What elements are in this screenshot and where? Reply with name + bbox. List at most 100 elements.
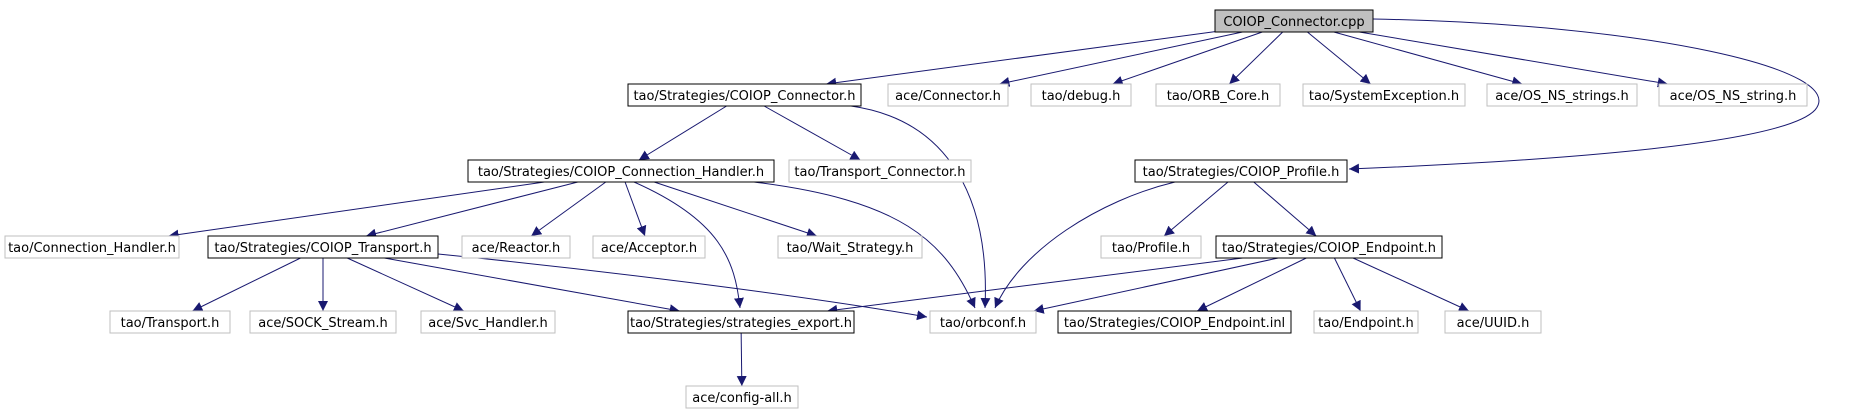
node-label: tao/Profile.h [1112,241,1190,256]
node-box [929,310,1037,334]
edge-coiop_endpoint-to-coiop_endpoint_inl [1196,257,1307,312]
node-box [777,235,923,259]
node-label: tao/Strategies/COIOP_Endpoint.h [1222,241,1436,256]
node-os_ns_string: ace/OS_NS_string.h [1658,83,1808,107]
node-box [467,159,775,183]
node-box [1302,83,1466,107]
node-root: COIOP_Connector.cpp [1214,9,1374,33]
node-transport: tao/Transport.h [109,310,231,334]
edge-coiop_endpoint-to-endpoint [1333,257,1362,312]
edge-coiop_endpoint-to-uuid [1352,257,1470,312]
node-label: ace/OS_NS_strings.h [1495,89,1628,104]
node-label: tao/debug.h [1042,89,1121,104]
node-conn_handler_coiop[interactable]: tao/Strategies/COIOP_Connection_Handler.… [467,159,775,183]
edge-coiop_profile-to-orbconf [994,181,1176,309]
node-endpoint: tao/Endpoint.h [1313,310,1419,334]
node-box [592,235,706,259]
node-orbconf: tao/orbconf.h [929,310,1037,334]
edge-coiop_endpoint-to-strategies_export [827,257,1243,315]
edge-coiop_transport-to-strategies_export [384,257,680,315]
node-label: ace/SOCK_Stream.h [258,316,388,331]
node-label: ace/Reactor.h [472,241,561,256]
node-box [207,235,439,259]
node-label: tao/Connection_Handler.h [8,241,176,256]
node-svc_handler: ace/Svc_Handler.h [420,310,556,334]
edge-conn_handler_coiop-to-coiop_transport [366,181,578,239]
node-box [1057,310,1292,334]
node-box [109,310,231,334]
node-coiop_profile[interactable]: tao/Strategies/COIOP_Profile.h [1134,159,1348,183]
node-label: tao/Wait_Strategy.h [787,241,914,256]
node-box [1214,9,1374,33]
node-label: tao/Strategies/COIOP_Connection_Handler.… [478,165,764,180]
node-sock_stream: ace/SOCK_Stream.h [249,310,397,334]
node-label: tao/Strategies/COIOP_Transport.h [214,241,431,256]
node-label: ace/UUID.h [1457,316,1530,331]
node-label: ace/OS_NS_string.h [1670,89,1797,104]
edge-root-to-sys_exc [1307,31,1371,85]
node-box [685,385,799,409]
node-box [627,83,862,107]
node-os_ns_strings: ace/OS_NS_strings.h [1486,83,1638,107]
edge-root-to-tao_debug [1112,31,1263,86]
node-coiop_endpoint_inl[interactable]: tao/Strategies/COIOP_Endpoint.inl [1057,310,1292,334]
edge-root-to-os_ns_string [1359,31,1668,88]
node-connection_handler: tao/Connection_Handler.h [4,235,180,259]
node-box [461,235,571,259]
node-acceptor: ace/Acceptor.h [592,235,706,259]
edge-conn_handler_coiop-to-reactor [530,181,607,237]
edge-root-to-os_ns_strings [1333,31,1523,87]
node-uuid: ace/UUID.h [1444,310,1542,334]
edge-coiop_profile-to-coiop_endpoint [1253,181,1317,237]
node-box [1134,159,1348,183]
node-wait_strategy: tao/Wait_Strategy.h [777,235,923,259]
edge-root-to-ace_connector [999,31,1243,87]
edge-strategies_export-to-config_all [736,332,747,387]
node-box [1486,83,1638,107]
node-orb_core: tao/ORB_Core.h [1155,83,1281,107]
node-label: ace/Acceptor.h [601,241,697,256]
node-box [627,310,855,334]
node-box [249,310,397,334]
node-transport_connector: tao/Transport_Connector.h [788,159,972,183]
edge-coiop_transport-to-orbconf [437,253,928,321]
node-label: tao/Transport.h [121,316,220,331]
nodes-layer: COIOP_Connector.cpp tao/Strategies/COIOP_… [4,9,1808,409]
node-label: tao/orbconf.h [940,316,1026,331]
node-config_all: ace/config-all.h [685,385,799,409]
node-label: tao/Strategies/COIOP_Endpoint.inl [1064,316,1285,331]
node-coiop_transport[interactable]: tao/Strategies/COIOP_Transport.h [207,235,439,259]
node-box [1100,235,1202,259]
node-label: tao/ORB_Core.h [1167,89,1270,104]
edge-conn_handler_coiop-to-connection_handler [168,181,545,240]
node-box [887,83,1009,107]
node-coiop_connector_h[interactable]: tao/Strategies/COIOP_Connector.h [627,83,862,107]
edge-conn_handler_coiop-to-wait_strategy [653,181,818,238]
node-coiop_endpoint[interactable]: tao/Strategies/COIOP_Endpoint.h [1215,235,1443,259]
edge-coiop_transport-to-svc_handler [346,257,465,312]
edge-coiop_connector_h-to-orbconf [850,105,991,309]
node-profile: tao/Profile.h [1100,235,1202,259]
edge-coiop_connector_h-to-conn_handler_coiop [638,105,727,161]
edge-coiop_connector_h-to-transport_connector [763,105,861,161]
node-label: tao/Transport_Connector.h [794,165,965,180]
edge-coiop_endpoint-to-orbconf [1033,257,1279,314]
node-strategies_export[interactable]: tao/Strategies/strategies_export.h [627,310,855,334]
node-box [420,310,556,334]
node-reactor: ace/Reactor.h [461,235,571,259]
node-label: ace/Connector.h [895,89,1001,104]
node-sys_exc: tao/SystemException.h [1302,83,1466,107]
node-label: ace/Svc_Handler.h [428,316,547,331]
edge-conn_handler_coiop-to-strategies_export [633,181,744,309]
node-box [1444,310,1542,334]
node-box [1155,83,1281,107]
node-box [1215,235,1443,259]
edge-conn_handler_coiop-to-orbconf [753,181,976,309]
node-label: COIOP_Connector.cpp [1223,15,1364,30]
node-box [788,159,972,183]
node-label: tao/Endpoint.h [1318,316,1414,331]
node-label: tao/Strategies/strategies_export.h [630,316,852,331]
node-tao_debug: tao/debug.h [1030,83,1132,107]
edge-root-to-coiop_profile [1348,18,1820,174]
